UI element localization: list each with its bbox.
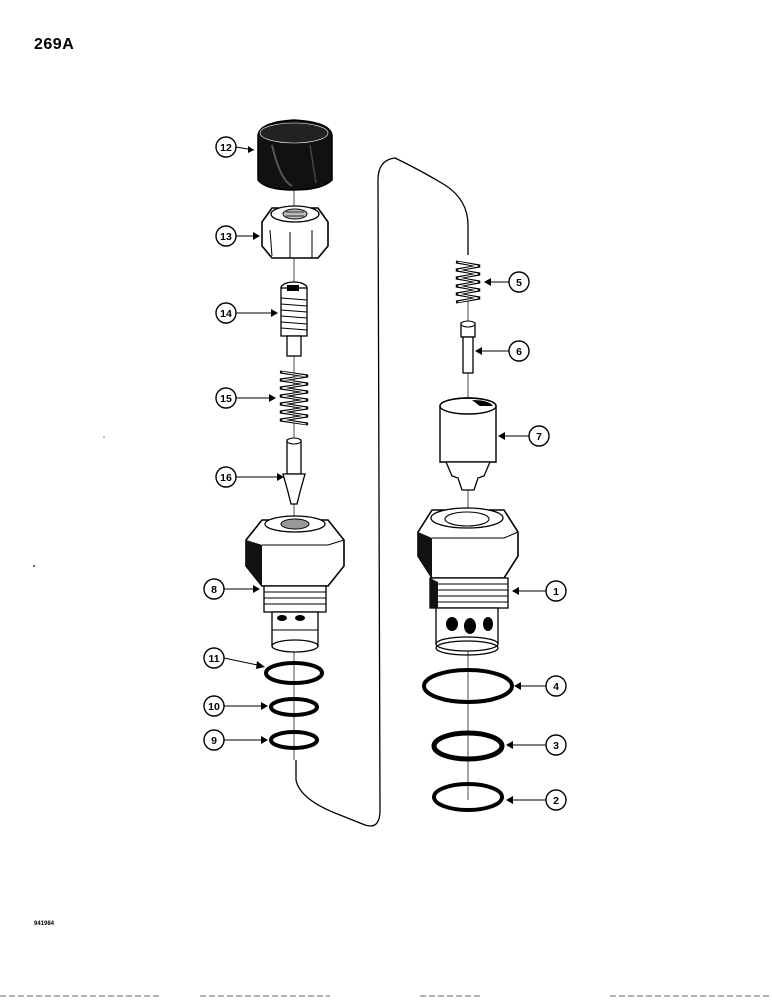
o-ring-4 xyxy=(422,668,514,704)
page-number: 269A xyxy=(34,36,75,53)
o-ring-9 xyxy=(269,730,319,750)
figure-code: 941984 xyxy=(34,921,55,927)
callout-12-label: 12 xyxy=(220,142,232,154)
callout-6-label: 6 xyxy=(516,346,522,358)
valve-body-part-right xyxy=(417,507,519,656)
callout-11-label: 11 xyxy=(208,653,219,665)
lock-nut-part xyxy=(261,205,329,259)
spring-part-right xyxy=(455,260,481,304)
callout-15-label: 15 xyxy=(220,393,232,405)
callout-1: 1 xyxy=(512,580,567,602)
poppet-part-left xyxy=(282,437,306,505)
adjusting-screw-part xyxy=(280,281,308,357)
callout-14-label: 14 xyxy=(220,308,232,320)
callout-2: 2 xyxy=(506,789,567,811)
scan-speck xyxy=(33,565,35,567)
callout-12: 12 xyxy=(215,136,255,158)
callout-5: 5 xyxy=(484,271,530,293)
callout-10-label: 10 xyxy=(208,701,220,713)
callout-9-label: 9 xyxy=(211,735,217,747)
poppet-part-right xyxy=(460,320,476,374)
valve-body-part-left xyxy=(245,515,345,653)
callout-2-label: 2 xyxy=(553,795,559,807)
callout-13-label: 13 xyxy=(220,231,232,243)
callout-9: 9 xyxy=(203,729,268,751)
cap-part xyxy=(257,119,333,191)
callout-11: 11 xyxy=(203,647,265,669)
callout-6: 6 xyxy=(475,340,530,362)
callout-1-label: 1 xyxy=(553,586,559,598)
callout-15: 15 xyxy=(215,387,276,409)
callout-13: 13 xyxy=(215,225,260,247)
callout-3: 3 xyxy=(506,734,567,756)
callout-10: 10 xyxy=(203,695,268,717)
callout-8: 8 xyxy=(203,578,260,600)
callout-4-label: 4 xyxy=(553,681,559,693)
assembly-link-line xyxy=(295,157,469,827)
callout-8-label: 8 xyxy=(211,584,217,596)
o-ring-11 xyxy=(264,661,324,685)
spring-part-left xyxy=(279,370,309,426)
o-ring-2 xyxy=(432,782,504,812)
backup-ring-3 xyxy=(431,730,505,762)
callout-16: 16 xyxy=(215,466,284,488)
scan-speck xyxy=(103,436,105,438)
sleeve-part xyxy=(439,397,497,491)
callout-5-label: 5 xyxy=(516,277,522,289)
callout-3-label: 3 xyxy=(553,740,559,752)
callout-14: 14 xyxy=(215,302,278,324)
callout-7-label: 7 xyxy=(536,431,542,443)
callout-4: 4 xyxy=(514,675,567,697)
callout-16-label: 16 xyxy=(220,472,232,484)
callout-7: 7 xyxy=(498,425,550,447)
backup-ring-10 xyxy=(269,697,319,717)
